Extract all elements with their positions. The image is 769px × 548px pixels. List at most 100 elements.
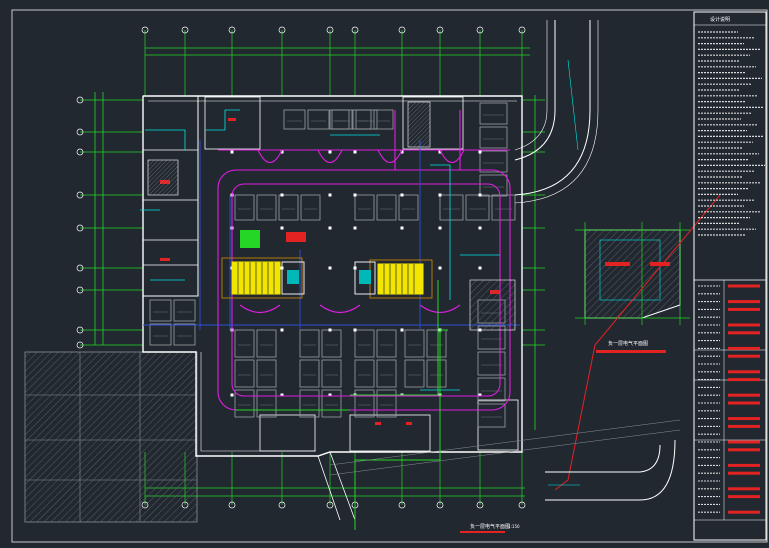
parking-stall <box>426 329 447 358</box>
design-notes <box>698 31 765 236</box>
title-row-field <box>728 487 760 491</box>
title-row-field <box>728 354 760 358</box>
parking-stall <box>149 323 172 346</box>
parking-stall <box>398 194 419 221</box>
title-row-field <box>728 300 760 304</box>
title-row-field <box>728 463 760 467</box>
axis-bubble-icon <box>518 26 526 34</box>
axis-bubble-icon <box>436 26 444 34</box>
title-block <box>693 11 767 541</box>
inset-plan-title: 负一层电气平面图 <box>608 340 648 347</box>
parking-stall <box>477 351 506 376</box>
parking-stall <box>491 194 516 221</box>
green-feeder <box>235 280 448 530</box>
parking-stall <box>299 359 320 388</box>
title-row-field <box>728 393 760 397</box>
structural-column <box>280 393 284 397</box>
title-row-field <box>728 495 760 499</box>
stairs-west <box>221 257 303 299</box>
axis-grid <box>94 47 536 497</box>
adjacent-building-hatch <box>24 351 198 523</box>
main-plan-title: 负一层电气平面图 <box>470 523 510 530</box>
axis-bubble-icon <box>76 148 84 156</box>
ramp-annotation <box>567 59 579 151</box>
axis-bubble-icon <box>398 501 406 509</box>
axis-bubble-icon <box>76 264 84 272</box>
main-plan-scale: 1:150 <box>508 524 520 529</box>
title-row-field <box>728 307 760 311</box>
parking-stall <box>321 359 342 388</box>
parking-stall <box>173 299 196 322</box>
parking-stall <box>354 329 375 358</box>
main-title-underline <box>460 531 505 533</box>
axis-bubble-icon <box>181 26 189 34</box>
parking-stalls <box>149 102 516 428</box>
parking-stall <box>426 359 447 388</box>
structural-column <box>353 226 357 230</box>
parking-stall <box>234 329 255 358</box>
axis-bubble-icon <box>278 26 286 34</box>
structural-column <box>230 150 234 154</box>
structural-column <box>280 150 284 154</box>
axis-bubble-icon <box>76 128 84 136</box>
axis-bubble-icon <box>398 26 406 34</box>
parking-stall <box>256 194 277 221</box>
power-conduits <box>143 140 520 330</box>
curved-ramp <box>514 20 599 204</box>
parking-stall <box>439 194 464 221</box>
parking-stall <box>283 109 306 130</box>
parking-stall <box>321 389 342 418</box>
equipment-marks <box>160 118 500 425</box>
title-row-field <box>728 448 760 452</box>
structural-column <box>353 193 357 197</box>
structural-column <box>353 328 357 332</box>
structural-column <box>400 150 404 154</box>
axis-bubble-icon <box>518 501 526 509</box>
parking-stall <box>173 323 196 346</box>
parking-stall <box>149 299 172 322</box>
drawing-frame <box>11 9 768 543</box>
axis-bubble-icon <box>76 286 84 294</box>
axis-bubble-icon <box>228 501 236 509</box>
parking-stall <box>256 329 277 358</box>
parking-stall <box>299 329 320 358</box>
title-row-field <box>728 471 760 475</box>
title-row-field <box>728 346 760 350</box>
structural-column <box>328 150 332 154</box>
structural-column <box>438 193 442 197</box>
title-row-field <box>728 440 760 444</box>
emergency-exit-icon <box>240 230 260 248</box>
parking-stall <box>354 194 375 221</box>
parking-stall <box>307 109 330 130</box>
parking-stall <box>234 389 255 418</box>
axis-bubble-icon <box>351 26 359 34</box>
structural-column <box>280 226 284 230</box>
title-row-field <box>728 510 760 514</box>
parking-stall <box>234 194 255 221</box>
parking-stall <box>300 194 321 221</box>
axis-bubble-icon <box>228 26 236 34</box>
parking-stall <box>234 359 255 388</box>
parking-stall <box>331 109 354 130</box>
axis-bubble-icon <box>141 26 149 34</box>
title-block-rows <box>698 284 760 514</box>
structural-column <box>478 266 482 270</box>
equipment-room-hatch <box>147 101 516 331</box>
structural-column <box>230 393 234 397</box>
structural-column <box>400 226 404 230</box>
axis-bubble-icon <box>476 501 484 509</box>
structural-column <box>478 393 482 397</box>
parking-stall <box>278 194 299 221</box>
parking-stall <box>256 359 277 388</box>
parking-stall <box>376 194 397 221</box>
structural-column <box>478 193 482 197</box>
lift-cores <box>240 230 376 295</box>
structural-column <box>328 328 332 332</box>
structural-column <box>438 150 442 154</box>
lighting-circuits <box>217 110 511 411</box>
parking-stall <box>299 389 320 418</box>
parking-stall <box>256 389 277 418</box>
axis-bubble-icon <box>76 96 84 104</box>
axis-bubble-icon <box>476 26 484 34</box>
